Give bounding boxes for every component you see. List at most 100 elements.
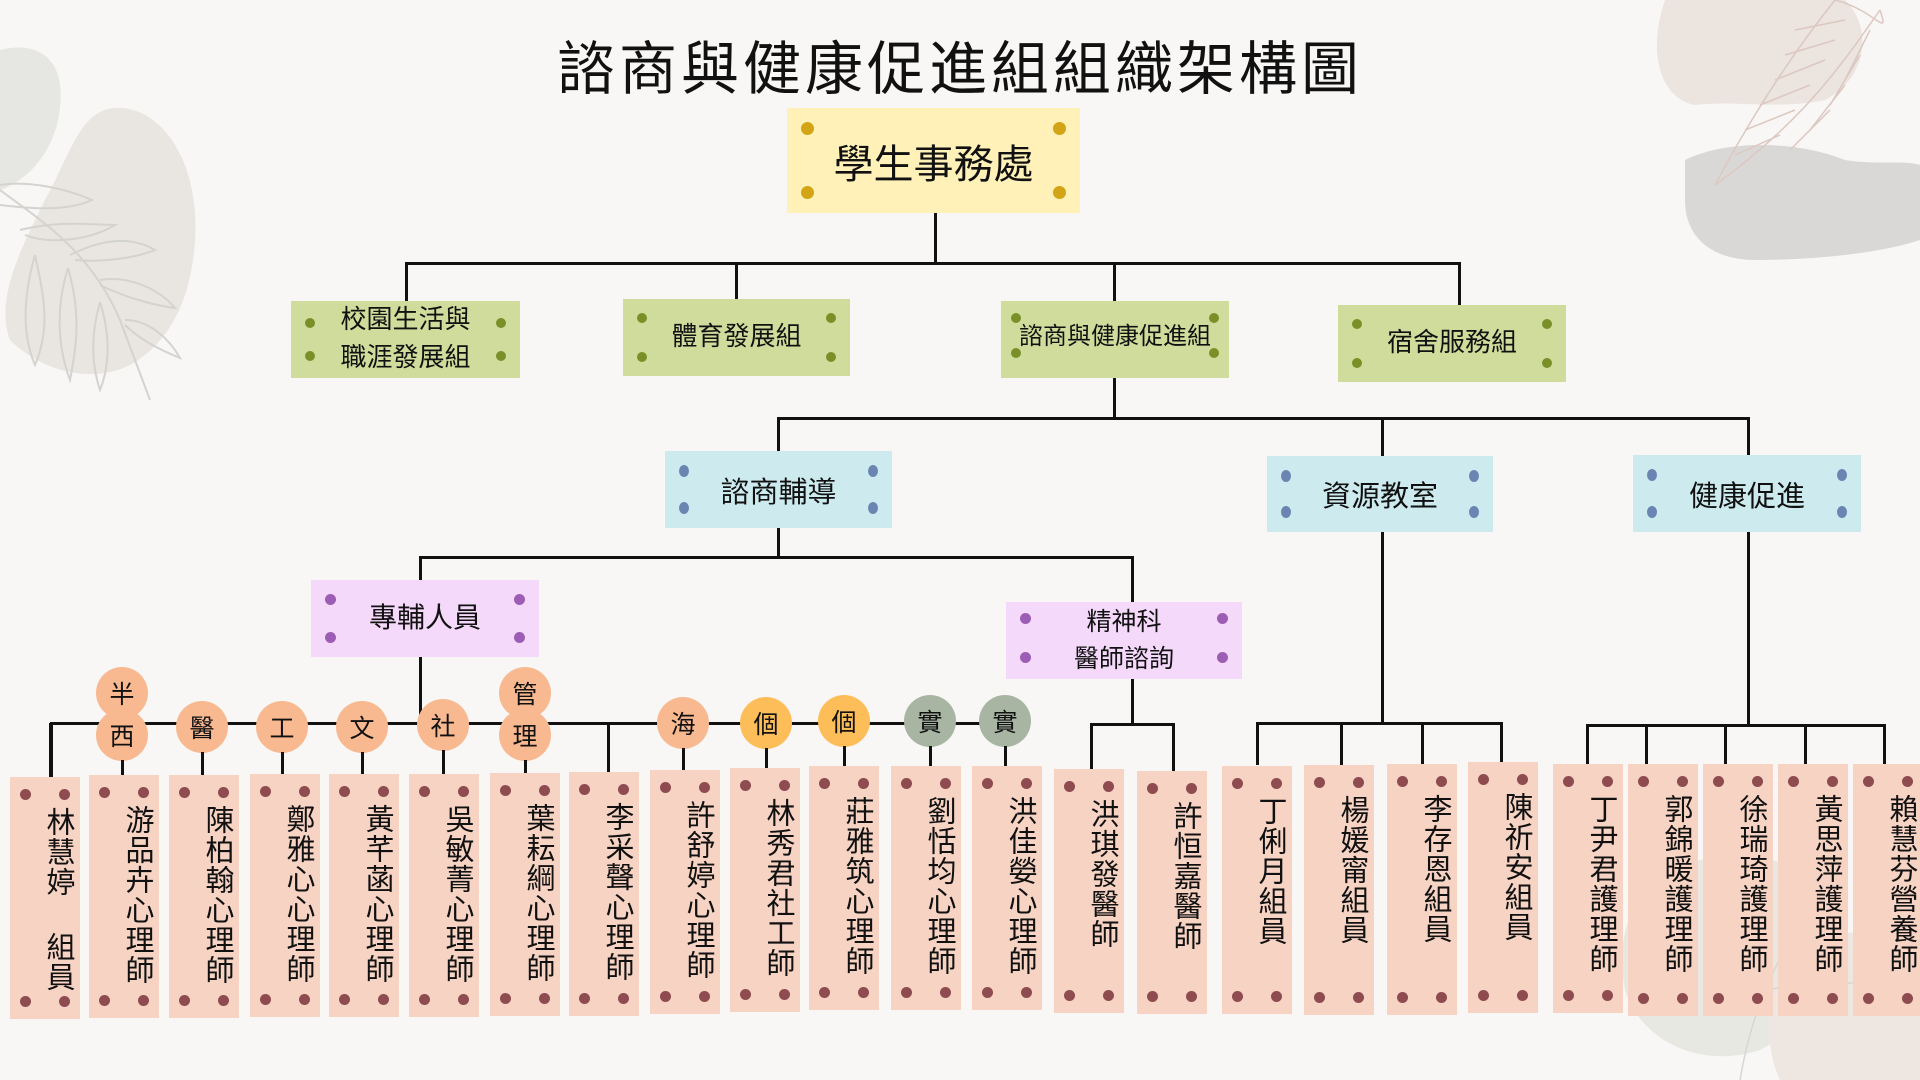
pin-icon: [901, 778, 912, 789]
pin-icon: [1478, 774, 1489, 785]
pin-icon: [1478, 990, 1489, 1001]
staff-name: 林秀君社工師: [762, 798, 796, 978]
pin-icon: [1563, 776, 1574, 787]
staff-card[interactable]: 許恒嘉醫師: [1137, 771, 1207, 1014]
connector: [419, 556, 1134, 559]
pin-icon: [138, 787, 149, 798]
pin-icon: [779, 780, 790, 791]
pin-icon: [305, 318, 315, 328]
staff-name: 丁俐月組員: [1254, 796, 1288, 946]
staff-card[interactable]: 陳柏翰心理師: [169, 775, 239, 1018]
staff-card[interactable]: 劉恬均心理師: [891, 766, 961, 1010]
connector: [1883, 724, 1886, 764]
pin-icon: [1752, 776, 1763, 787]
pin-icon: [858, 987, 869, 998]
node-label: 體育發展組: [671, 321, 802, 352]
staff-name: 洪琪發醫師: [1086, 799, 1120, 949]
staff-card[interactable]: 洪琪發醫師: [1054, 769, 1124, 1013]
connector: [442, 750, 445, 775]
pin-icon: [179, 995, 190, 1006]
staff-card[interactable]: 林秀君社工師: [730, 768, 800, 1012]
pin-icon: [1217, 652, 1228, 663]
pin-icon: [699, 782, 710, 793]
node-dormitory-services[interactable]: 宿舍服務組: [1338, 305, 1566, 382]
node-counseling-health[interactable]: 諮商與健康促進組: [1001, 301, 1229, 378]
staff-card[interactable]: 林慧婷 組員: [10, 777, 80, 1019]
pin-icon: [1353, 777, 1364, 788]
connector: [1113, 262, 1116, 302]
staff-card[interactable]: 洪佳嫈心理師: [972, 766, 1042, 1010]
staff-card[interactable]: 郭錦暖護理師: [1628, 764, 1698, 1016]
pin-icon: [779, 989, 790, 1000]
pin-icon: [1542, 358, 1552, 368]
pin-icon: [419, 786, 430, 797]
staff-card[interactable]: 丁尹君護理師: [1553, 764, 1623, 1013]
pin-icon: [59, 996, 70, 1007]
pin-icon: [1713, 776, 1724, 787]
pin-icon: [496, 318, 506, 328]
pin-icon: [218, 995, 229, 1006]
connector: [1804, 724, 1807, 764]
pin-icon: [458, 786, 469, 797]
node-health-promotion[interactable]: 健康促進: [1633, 455, 1861, 532]
pin-icon: [1788, 993, 1799, 1004]
staff-name: 陳柏翰心理師: [201, 805, 235, 985]
staff-card[interactable]: 黃芊菡心理師: [329, 774, 399, 1017]
node-resource-room[interactable]: 資源教室: [1267, 456, 1493, 532]
node-label: 健康促進: [1688, 478, 1805, 513]
connector: [1586, 724, 1886, 727]
staff-card[interactable]: 莊雅筑心理師: [809, 766, 879, 1010]
node-counseling-guidance[interactable]: 諮商輔導: [665, 451, 892, 528]
connector: [281, 752, 284, 777]
pin-icon: [218, 787, 229, 798]
pin-icon: [1827, 776, 1838, 787]
staff-name: 劉恬均心理師: [923, 796, 957, 976]
pin-icon: [59, 789, 70, 800]
connector: [524, 760, 527, 774]
pin-icon: [1232, 778, 1243, 789]
staff-card[interactable]: 李采聲心理師: [569, 772, 639, 1016]
node-counselors[interactable]: 專輔人員: [311, 580, 539, 657]
pin-icon: [378, 786, 389, 797]
connector: [201, 752, 204, 777]
role-tag-circle: 實: [979, 695, 1031, 747]
staff-name: 黃芊菡心理師: [361, 804, 395, 984]
staff-card[interactable]: 丁俐月組員: [1222, 766, 1292, 1014]
staff-card[interactable]: 賴慧芬營養師: [1853, 764, 1920, 1016]
staff-card[interactable]: 陳祈安組員: [1468, 762, 1538, 1013]
pin-icon: [260, 786, 271, 797]
pin-icon: [1147, 783, 1158, 794]
staff-card[interactable]: 游品卉心理師: [89, 775, 159, 1018]
staff-card[interactable]: 楊媛甯組員: [1304, 765, 1374, 1015]
node-student-affairs[interactable]: 學生事務處: [787, 108, 1080, 213]
pin-icon: [378, 994, 389, 1005]
pin-icon: [1542, 319, 1552, 329]
pin-icon: [20, 789, 31, 800]
pin-icon: [179, 787, 190, 798]
staff-name: 丁尹君護理師: [1585, 794, 1619, 974]
staff-card[interactable]: 黃思萍護理師: [1778, 764, 1848, 1016]
staff-name: 郭錦暖護理師: [1660, 794, 1694, 974]
staff-card[interactable]: 葉耘綱心理師: [490, 773, 560, 1016]
pin-icon: [339, 994, 350, 1005]
node-sports-development[interactable]: 體育發展組: [623, 299, 850, 376]
connector: [1458, 262, 1461, 306]
node-psychiatrist-consult[interactable]: 精神科醫師諮詢: [1006, 602, 1242, 679]
staff-name: 葉耘綱心理師: [522, 803, 556, 983]
pin-icon: [1147, 991, 1158, 1002]
connector: [607, 723, 610, 772]
staff-card[interactable]: 鄭雅心心理師: [250, 774, 320, 1017]
connector: [1381, 417, 1384, 457]
staff-card[interactable]: 徐瑞琦護理師: [1703, 764, 1773, 1016]
staff-name: 鄭雅心心理師: [282, 804, 316, 984]
pin-icon: [1271, 991, 1282, 1002]
staff-card[interactable]: 吳敏菁心理師: [409, 774, 479, 1017]
pin-icon: [99, 787, 110, 798]
node-campus-life-career[interactable]: 校園生活與職涯發展組: [291, 301, 520, 378]
pin-icon: [740, 780, 751, 791]
staff-card[interactable]: 許舒婷心理師: [650, 770, 720, 1014]
pin-icon: [138, 995, 149, 1006]
staff-name: 陳祈安組員: [1500, 792, 1534, 942]
staff-card[interactable]: 李存恩組員: [1387, 764, 1457, 1015]
pin-icon: [740, 989, 751, 1000]
